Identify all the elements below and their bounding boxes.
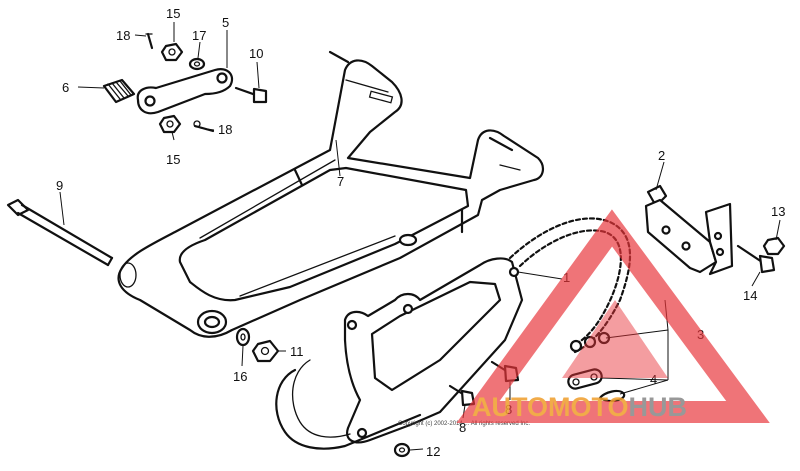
callout-9: 9 — [56, 178, 63, 193]
watermark-triangle-icon — [456, 209, 770, 423]
callout-13: 13 — [771, 204, 785, 219]
nut-part-11 — [251, 339, 280, 363]
callout-11: 11 — [290, 344, 304, 359]
callout-8-lower: 8 — [459, 420, 466, 435]
bolt-part-10 — [234, 86, 268, 104]
callout-4: 4 — [650, 372, 657, 387]
copyright-text: Copyright (c) 2002-2014 ... All rights r… — [398, 421, 530, 427]
watermark-logo: AUTOMOTOHUB — [456, 209, 770, 423]
nut-part-15-upper — [160, 42, 184, 62]
washer-part-16 — [235, 327, 251, 347]
pivot-bolt-part-9 — [6, 198, 114, 267]
callout-5: 5 — [222, 15, 229, 30]
watermark-inner-triangle-icon — [562, 300, 668, 378]
callout-18-lower: 18 — [218, 122, 232, 137]
callout-10: 10 — [249, 46, 263, 61]
swingarm-part-7 — [117, 50, 544, 338]
master-link-part-3 — [569, 331, 611, 353]
watermark-hub: HUB — [629, 392, 688, 422]
drive-chain — [508, 217, 631, 354]
watermark-auto: AUTO — [472, 392, 548, 422]
callout-15-upper: 15 — [166, 6, 180, 21]
chain-case-part-1 — [275, 257, 524, 450]
watermark-moto: MOTO — [548, 392, 629, 422]
callout-17: 17 — [192, 28, 206, 43]
bolt-part-14 — [736, 244, 776, 274]
chain-guide-bracket-part-2 — [644, 184, 734, 276]
svg-text:AUTOMOTOHUB: AUTOMOTOHUB — [472, 392, 687, 422]
link-plate-part-4 — [567, 368, 626, 403]
nut-part-13 — [762, 236, 786, 256]
callout-2: 2 — [658, 148, 665, 163]
rubber-bush-part-6 — [102, 78, 136, 104]
washer-part-17 — [188, 57, 206, 71]
nut-part-15-lower — [158, 114, 182, 134]
callout-6: 6 — [62, 80, 69, 95]
cotter-pin-part-18-upper — [145, 32, 154, 50]
bracket-part-5 — [136, 68, 234, 115]
callout-14: 14 — [743, 288, 757, 303]
callout-18-upper: 18 — [116, 28, 130, 43]
callout-7: 7 — [337, 174, 344, 189]
callout-15-lower: 15 — [166, 152, 180, 167]
callout-16: 16 — [233, 369, 247, 384]
callout-12: 12 — [426, 444, 440, 459]
grommet-part-12 — [393, 442, 411, 458]
